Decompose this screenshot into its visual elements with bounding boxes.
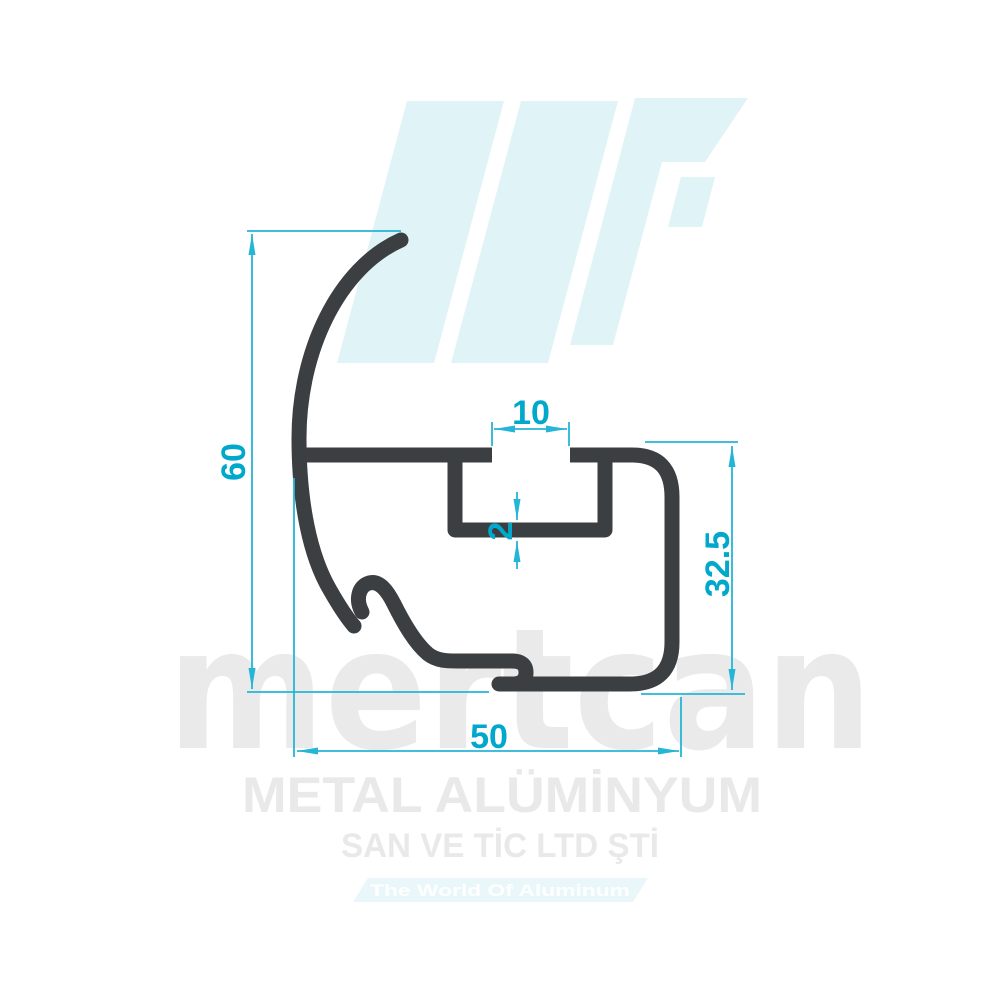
profile-outer-curve — [291, 232, 409, 634]
dimension-label-slot-opening: 10 — [512, 394, 550, 432]
profile-channel — [447, 451, 613, 538]
slogan-text: The World Of Aluminum — [370, 881, 630, 900]
logo-slash-3-f-dash — [668, 177, 715, 227]
dimension-label-thickness: 2 — [482, 522, 520, 541]
company-line2: SAN VE TİC LTD ŞTİ — [341, 827, 659, 865]
brand-watermark-text: mertcan METAL ALÜMİNYUM SAN VE TİC LTD Ş… — [168, 592, 873, 902]
logo-slash-1 — [337, 101, 504, 363]
brand-logo-watermark — [337, 98, 748, 363]
dimension-overall-height: 60 — [215, 230, 489, 693]
company-line1: METAL ALÜMİNYUM — [242, 767, 762, 823]
slogan-banner — [353, 878, 648, 902]
profile-right-body — [508, 447, 680, 692]
logo-slash-3-f-stem — [570, 98, 748, 345]
profile-cross-section — [291, 232, 680, 692]
dimension-right-height: 32.5 — [641, 441, 745, 695]
dimension-label-right-height: 32.5 — [699, 531, 737, 597]
dimension-slot-thickness: 2 — [482, 492, 521, 569]
dimension-label-width: 50 — [470, 718, 508, 756]
dimensions: 60 10 2 32.5 — [215, 230, 745, 757]
profile-inner-web — [351, 575, 520, 669]
logo-slash-2 — [451, 101, 618, 363]
dimension-label-height: 60 — [215, 443, 253, 481]
dimension-slot-opening: 10 — [491, 394, 570, 446]
dimension-overall-width: 50 — [293, 478, 682, 757]
